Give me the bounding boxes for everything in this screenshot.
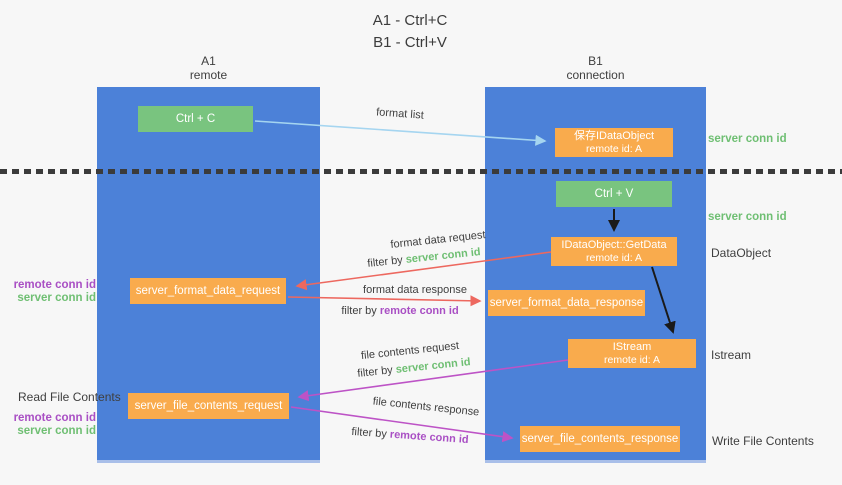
- side-label-write-file-contents: Write File Contents: [712, 434, 814, 448]
- node-server-file-contents-request-label: server_file_contents_request: [134, 400, 283, 412]
- label-file-contents-response: file contents response: [372, 395, 480, 419]
- node-server-format-data-response: server_format_data_response: [488, 290, 645, 316]
- server-conn-id-text: server conn id: [405, 246, 482, 266]
- filter-by-text: filter by: [341, 305, 380, 317]
- session-divider-dashed-line: [0, 169, 842, 174]
- title-line-1: A1 - Ctrl+C: [372, 12, 448, 29]
- node-ctrl-c: Ctrl + C: [138, 106, 253, 132]
- lane-b-header: B1 connection: [485, 54, 706, 82]
- filter-by-text: filter by: [351, 425, 391, 441]
- node-server-format-data-request-label: server_format_data_request: [135, 285, 281, 297]
- lane-a-name: A1: [201, 54, 216, 68]
- diagram-title: A1 - Ctrl+C B1 - Ctrl+V: [0, 10, 820, 54]
- label-filter-by-remote-conn-id-mid: filter by remote conn id: [341, 305, 458, 317]
- server-conn-id-text: server conn id: [395, 356, 472, 376]
- left-remote-conn-id-bottom: remote conn id: [13, 412, 96, 424]
- node-save-idataobject: 保存IDataObject remote id: A: [555, 128, 673, 157]
- filter-by-text: filter by: [366, 253, 407, 270]
- lane-a-header: A1 remote: [97, 54, 320, 82]
- node-idataobject-getdata-title: IDataObject::GetData: [561, 239, 667, 251]
- label-format-data-response: format data response: [363, 284, 467, 296]
- node-ctrl-v: Ctrl + V: [556, 181, 672, 207]
- left-server-conn-id-bottom: server conn id: [17, 425, 96, 437]
- node-istream-remote-id: remote id: A: [603, 354, 661, 366]
- node-istream: IStream remote id: A: [568, 339, 696, 368]
- node-idataobject-getdata-remote-id: remote id: A: [585, 252, 643, 264]
- side-label-istream: Istream: [711, 348, 752, 362]
- left-labels-format: remote conn id server conn id: [0, 279, 96, 305]
- node-ctrl-c-label: Ctrl + C: [175, 113, 216, 125]
- left-server-conn-id-mid: server conn id: [17, 292, 96, 304]
- node-save-idataobject-remote-id: remote id: A: [585, 143, 643, 155]
- node-server-file-contents-response: server_file_contents_response: [520, 426, 680, 452]
- remote-conn-id-text: remote conn id: [389, 428, 469, 447]
- filter-by-text: filter by: [356, 363, 397, 380]
- node-istream-title: IStream: [612, 341, 652, 353]
- left-remote-conn-id-mid: remote conn id: [13, 279, 96, 291]
- node-server-file-contents-response-label: server_file_contents_response: [521, 433, 679, 445]
- lane-b-name: B1: [588, 54, 603, 68]
- node-server-file-contents-request: server_file_contents_request: [128, 393, 289, 419]
- title-line-2: B1 - Ctrl+V: [373, 34, 447, 51]
- lane-b-subtitle: connection: [566, 68, 625, 82]
- side-label-dataobject: DataObject: [711, 246, 772, 260]
- node-ctrl-v-label: Ctrl + V: [594, 188, 634, 200]
- side-label-read-file-contents: Read File Contents: [18, 390, 121, 404]
- label-format-list: format list: [375, 106, 425, 122]
- remote-conn-id-text: remote conn id: [379, 305, 459, 317]
- label-filter-by-remote-conn-id-bottom: filter by remote conn id: [351, 426, 469, 446]
- left-labels-file: remote conn id server conn id: [0, 412, 96, 438]
- label-filter-by-server-conn-id-mid: filter by server conn id: [367, 246, 481, 270]
- node-idataobject-getdata: IDataObject::GetData remote id: A: [551, 237, 677, 266]
- node-save-idataobject-title: 保存IDataObject: [573, 130, 655, 142]
- node-server-format-data-request: server_format_data_request: [130, 278, 286, 304]
- node-server-format-data-response-label: server_format_data_response: [489, 297, 644, 309]
- side-label-server-conn-id-mid: server conn id: [708, 211, 787, 223]
- side-label-server-conn-id-top: server conn id: [708, 133, 787, 145]
- lane-a-subtitle: remote: [189, 68, 228, 82]
